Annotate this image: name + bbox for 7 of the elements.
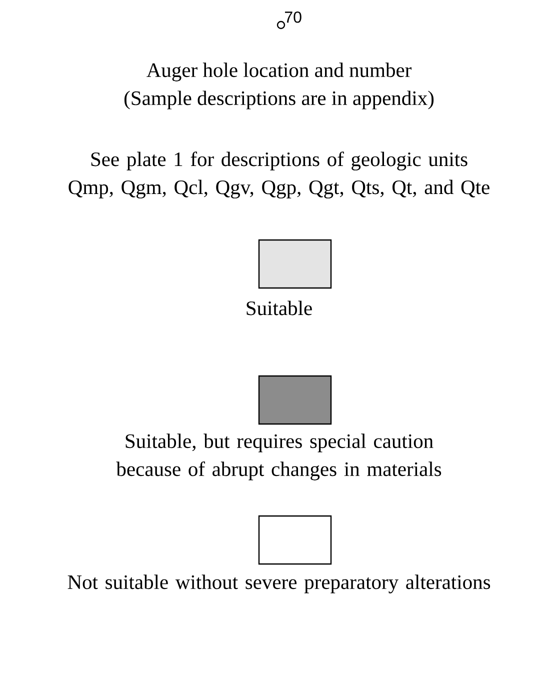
hole-number: 70: [285, 11, 302, 23]
note-text: See plate 1 for descriptions of geologic units Qmp, Qgm, Qcl, Qgv, Qgp, Qgt, Qts, Qt, and Qte: [68, 152, 490, 198]
legend-label: Suitable: [246, 300, 312, 316]
legend-label: Suitable, but requires special caution because of abrupt changes in materials: [116, 434, 442, 480]
note-text: (Sample descriptions are in appendix): [124, 90, 434, 110]
symbol-explanation: Auger hole location and number: [146, 62, 412, 82]
legend-label: Not suitable without severe preparatory alterations: [68, 574, 490, 594]
